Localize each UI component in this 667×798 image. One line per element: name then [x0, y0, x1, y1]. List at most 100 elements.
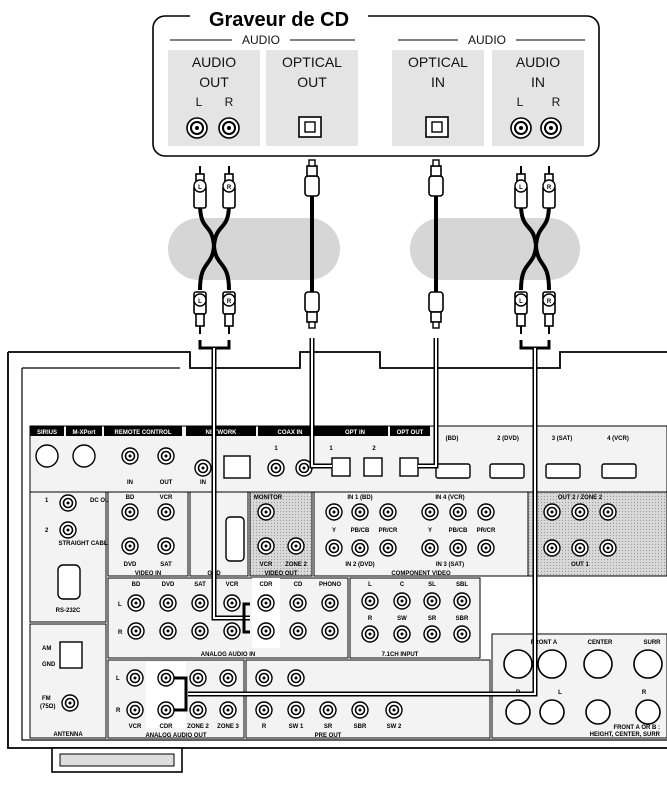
rs232-port[interactable]	[57, 564, 81, 600]
remote-out-jack[interactable]	[157, 447, 175, 465]
aai-sat-r[interactable]	[191, 622, 209, 640]
optical-out-jack[interactable]	[298, 116, 322, 138]
aao-cdr-r[interactable]	[157, 701, 175, 719]
aao-zone3-r[interactable]	[219, 701, 237, 719]
in71-sbl[interactable]	[453, 592, 471, 610]
monitor-out-jack[interactable]	[257, 503, 275, 521]
in71-sbr[interactable]	[453, 625, 471, 643]
comp-in1-pr[interactable]	[379, 503, 397, 521]
aao-vcr-r[interactable]	[126, 701, 144, 719]
in71-l[interactable]	[361, 592, 379, 610]
preout-top-1[interactable]	[255, 669, 273, 687]
spk-center-plus[interactable]	[583, 649, 613, 679]
aai-vcr-l[interactable]	[223, 594, 241, 612]
audio-group-right: AUDIO	[468, 33, 506, 47]
preout-sw1[interactable]	[287, 701, 305, 719]
aai-vcr-r[interactable]	[223, 622, 241, 640]
audio-out-l-jack[interactable]	[186, 117, 208, 139]
fm-antenna-jack[interactable]	[61, 694, 79, 712]
audio-in-r-jack[interactable]	[540, 117, 562, 139]
coax-in-1-jack[interactable]	[267, 459, 285, 477]
comp-out2-pb[interactable]	[571, 503, 589, 521]
in71-r[interactable]	[361, 625, 379, 643]
video-in-bd-jack[interactable]	[121, 503, 139, 521]
dc-out-1-jack[interactable]	[59, 494, 77, 512]
spk-surr-plus[interactable]	[633, 649, 663, 679]
comp-out2-y[interactable]	[543, 503, 561, 521]
comp-out1-y[interactable]	[543, 539, 561, 557]
spk-surr-minus[interactable]	[635, 699, 661, 725]
in71-sl[interactable]	[423, 592, 441, 610]
comp-in2-pr[interactable]	[379, 539, 397, 557]
aai-bd-l[interactable]	[127, 594, 145, 612]
ethernet-port[interactable]	[223, 455, 251, 479]
video-out-vcr-jack[interactable]	[257, 537, 275, 555]
spk-front-r-plus[interactable]	[503, 649, 533, 679]
cd-recorder-body	[152, 15, 600, 157]
optical-in-jack[interactable]	[425, 116, 449, 138]
spk-front-l-minus[interactable]	[539, 699, 565, 725]
video-in-vcr-jack[interactable]	[157, 503, 175, 521]
opt-out-jack[interactable]	[399, 457, 419, 477]
opt-in-2-jack[interactable]	[363, 457, 383, 477]
comp-out1-pb[interactable]	[571, 539, 589, 557]
aao-zone2-r[interactable]	[189, 701, 207, 719]
comp-in2-pb[interactable]	[351, 539, 369, 557]
aao-cdr-l[interactable]	[157, 669, 175, 687]
preout-sr[interactable]	[319, 701, 337, 719]
aai-cdr-l[interactable]	[257, 594, 275, 612]
video-in-sat-jack[interactable]	[157, 537, 175, 555]
in71-c[interactable]	[393, 592, 411, 610]
label-rs232: RS-232C	[56, 608, 81, 614]
ir-control-jack[interactable]	[225, 516, 245, 562]
in71-sw[interactable]	[393, 625, 411, 643]
comp-in4-pr[interactable]	[477, 503, 495, 521]
audio-out-r-jack[interactable]	[218, 117, 240, 139]
aai-cd-r[interactable]	[289, 622, 307, 640]
aai-sat-l[interactable]	[191, 594, 209, 612]
preout-r[interactable]	[255, 701, 273, 719]
aai-bd-r[interactable]	[127, 622, 145, 640]
aao-zone3-l[interactable]	[219, 669, 237, 687]
comp-out2-pr[interactable]	[599, 503, 617, 521]
am-antenna-terminal[interactable]	[59, 641, 83, 669]
hdmi-in-3[interactable]	[545, 463, 581, 479]
preout-sw2[interactable]	[385, 701, 403, 719]
aai-dvd-l[interactable]	[159, 594, 177, 612]
aai-cdr-r[interactable]	[257, 622, 275, 640]
aao-zone2-l[interactable]	[189, 669, 207, 687]
preout-top-2[interactable]	[287, 669, 305, 687]
spk-front-l-plus[interactable]	[537, 649, 567, 679]
mxport-port[interactable]	[72, 444, 96, 468]
comp-in3-pr[interactable]	[477, 539, 495, 557]
preout-sbr[interactable]	[351, 701, 369, 719]
remote-in-jack[interactable]	[121, 447, 139, 465]
aai-phono-l[interactable]	[321, 594, 339, 612]
sirius-port[interactable]	[35, 444, 59, 468]
label-preout-sw1: SW 1	[289, 724, 304, 730]
aai-cd-l[interactable]	[289, 594, 307, 612]
comp-in4-pb[interactable]	[449, 503, 467, 521]
comp-in3-y[interactable]	[421, 539, 439, 557]
comp-in3-pb[interactable]	[449, 539, 467, 557]
in71-sr[interactable]	[423, 625, 441, 643]
hdmi-in-1[interactable]	[435, 463, 471, 479]
dc-out-2-jack[interactable]	[59, 521, 77, 539]
aai-dvd-r[interactable]	[159, 622, 177, 640]
opt-in-1-jack[interactable]	[331, 457, 351, 477]
comp-in1-pb[interactable]	[351, 503, 369, 521]
spk-center-minus[interactable]	[585, 699, 611, 725]
audio-in-l-jack[interactable]	[510, 117, 532, 139]
aai-phono-r[interactable]	[321, 622, 339, 640]
comp-in4-y[interactable]	[421, 503, 439, 521]
hdmi-in-4[interactable]	[601, 463, 637, 479]
spk-front-r-minus[interactable]	[505, 699, 531, 725]
comp-in1-y[interactable]	[325, 503, 343, 521]
hdmi-in-2[interactable]	[489, 463, 525, 479]
comp-in2-y[interactable]	[325, 539, 343, 557]
network-aux-jack[interactable]	[194, 459, 212, 477]
video-out-zone2-jack[interactable]	[287, 537, 305, 555]
aao-vcr-l[interactable]	[126, 669, 144, 687]
video-in-dvd-jack[interactable]	[121, 537, 139, 555]
comp-out1-pr[interactable]	[599, 539, 617, 557]
